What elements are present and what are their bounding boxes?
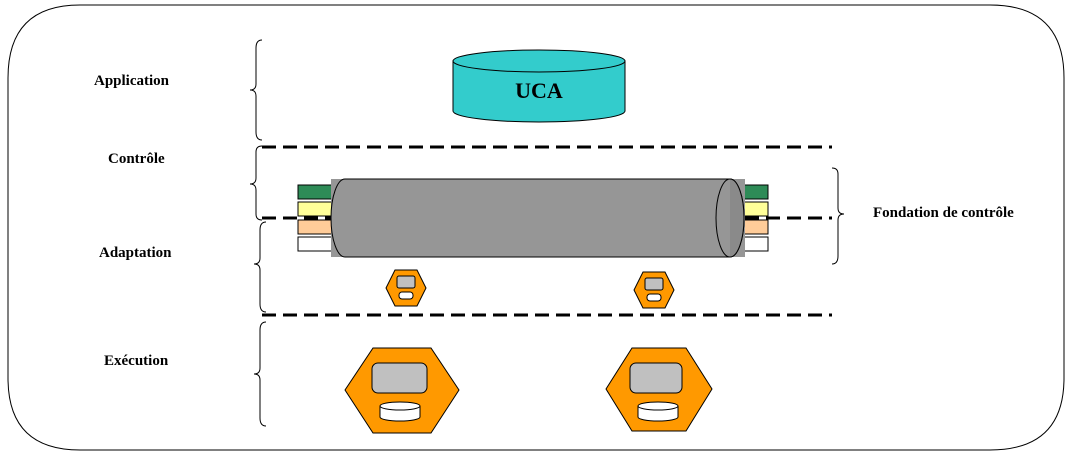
execution-node-icon-right xyxy=(605,347,713,432)
brace-controle xyxy=(249,145,263,221)
control-bus-cylinder xyxy=(330,178,745,258)
layer-label-adaptation: Adaptation xyxy=(99,245,172,261)
adaptation-node-icon-right xyxy=(633,271,675,309)
brace-application xyxy=(249,39,263,141)
execution-node-icon-left xyxy=(344,347,460,434)
uca-database-icon: UCA xyxy=(452,49,626,123)
fondation-label: Fondation de contrôle xyxy=(873,205,1014,221)
left-connector-stack xyxy=(297,184,335,252)
layer-label-execution: Exécution xyxy=(104,353,169,369)
layer-label-application: Application xyxy=(94,73,170,89)
brace-execution xyxy=(253,321,267,427)
brace-fondation xyxy=(831,167,845,265)
adaptation-node-icon-left xyxy=(385,269,427,307)
brace-adaptation xyxy=(253,221,267,313)
layer-label-controle: Contrôle xyxy=(108,151,165,167)
uca-label: UCA xyxy=(515,78,563,103)
